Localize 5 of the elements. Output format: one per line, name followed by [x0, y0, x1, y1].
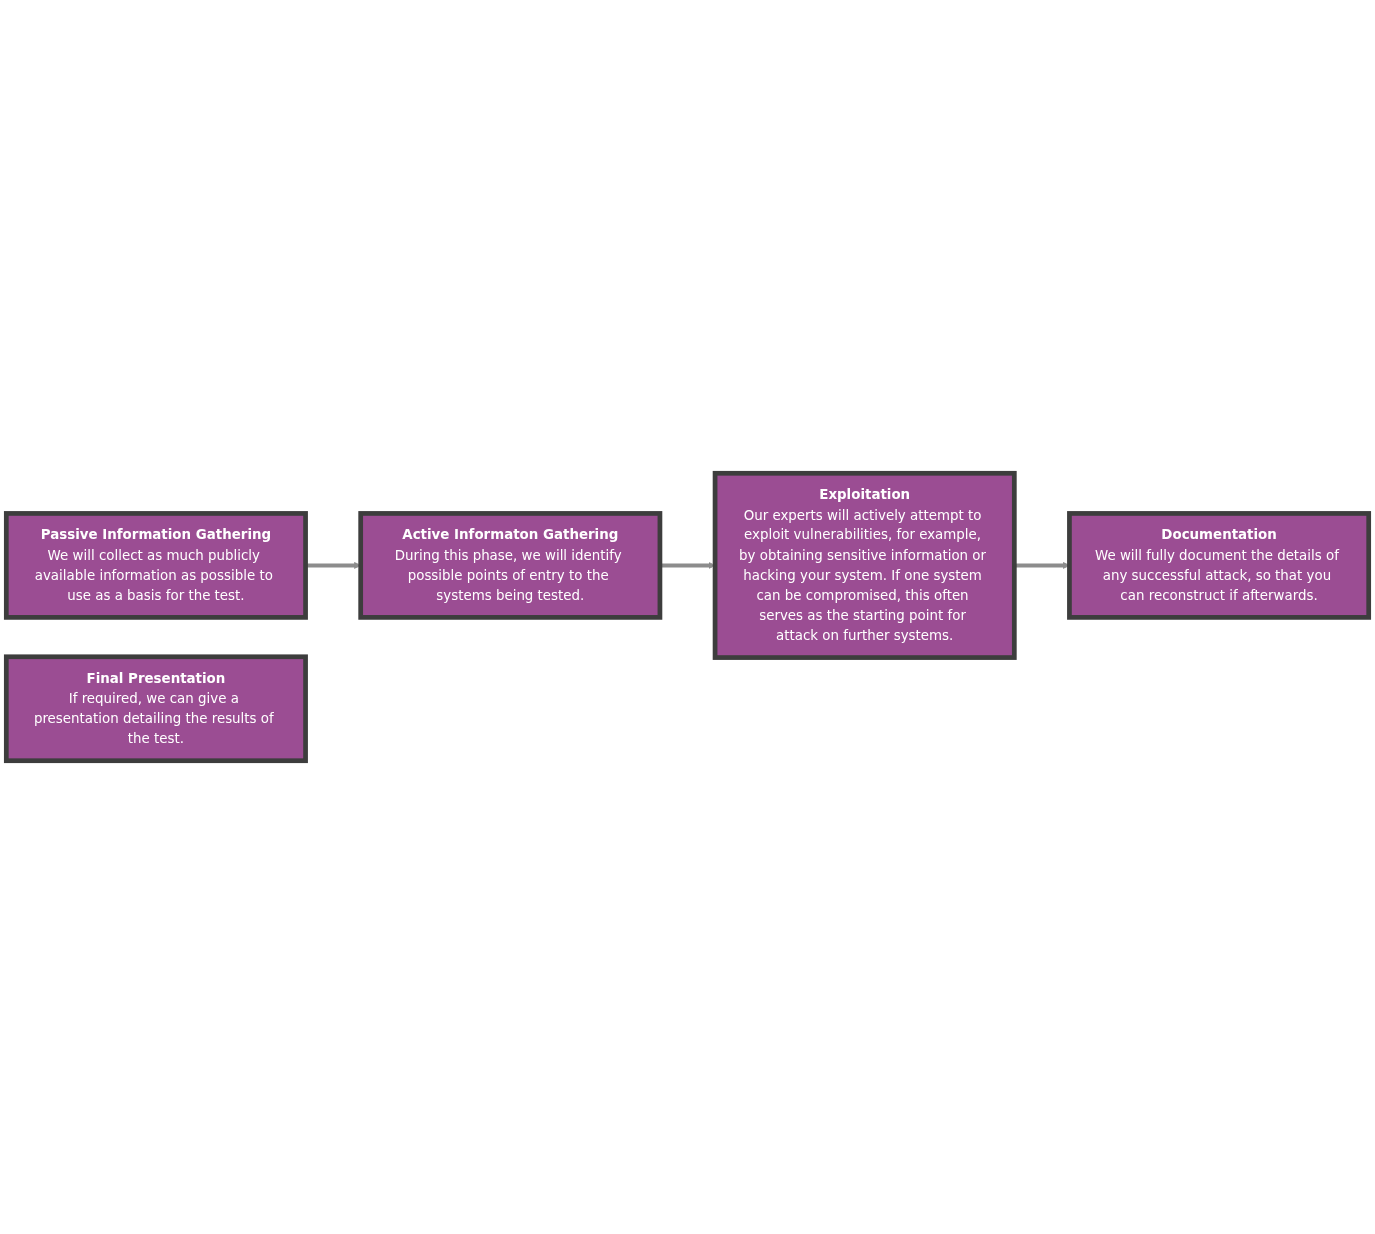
- node-box: Documentation We will fully document the details of any successful attack, so that you can reconstruct if afterwards.: [1067, 511, 1372, 620]
- node-box: Final Presentation If required, we can give a presentation detailing the results of the test.: [3, 654, 308, 764]
- node-box: Active Informaton Gathering During this phase, we will identify possible points of entry to the systems being tested.: [358, 511, 663, 620]
- node-box: Exploitation Our experts will actively attempt to exploit vulnerabilities, for example, by obtaining sensitive information or hacking your system. If one system can be compromised, this often serves as the starting point for attack on further systems.: [712, 470, 1017, 660]
- node-box: Passive Information Gathering We will collect as much publicly available information as possible to use as a basis for the test.: [3, 511, 308, 620]
